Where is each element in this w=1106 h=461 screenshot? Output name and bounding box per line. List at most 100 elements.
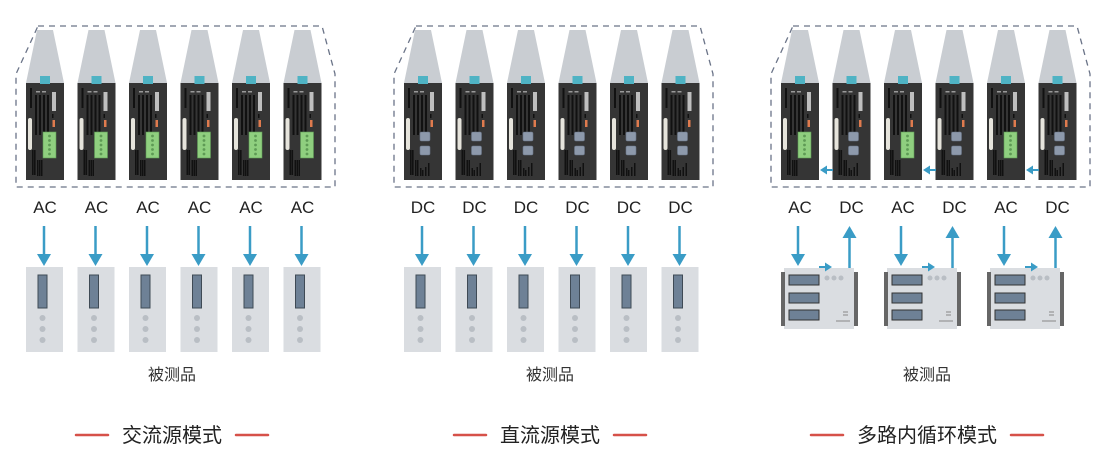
vent-slot xyxy=(189,95,192,135)
vent-slot xyxy=(956,167,958,176)
terminal-screw xyxy=(906,139,909,142)
vent-slot xyxy=(518,160,520,176)
module-heatsink-top xyxy=(232,30,270,83)
status-led xyxy=(207,120,210,127)
module-heatsink-top xyxy=(404,30,442,83)
vent-slot xyxy=(672,160,674,176)
internal-flow-arrow-head xyxy=(928,262,935,272)
vent-slot xyxy=(243,160,245,176)
vent-slot xyxy=(1000,95,1002,135)
module-label-dc: DC xyxy=(617,198,642,217)
vent-slot xyxy=(1051,160,1053,176)
vent-slot xyxy=(627,95,629,135)
vent-slot xyxy=(845,95,848,135)
terminal-screw xyxy=(151,134,154,138)
terminal-screw xyxy=(151,139,154,142)
vent-slot xyxy=(133,88,135,108)
vent-slot xyxy=(309,114,311,118)
status-led xyxy=(910,120,913,127)
vent-slot xyxy=(841,95,844,135)
vent-slot xyxy=(939,88,942,108)
vent-slot xyxy=(1062,163,1064,176)
dut-display xyxy=(192,274,202,309)
ac-input-arrow-head xyxy=(791,254,805,266)
module-heatsink-top xyxy=(283,30,322,83)
vent-slot xyxy=(790,95,792,135)
vent-slot xyxy=(103,114,105,118)
vent-slot xyxy=(476,167,478,176)
indicator xyxy=(42,91,46,93)
dut-indicator-dot xyxy=(297,315,303,321)
display-strip xyxy=(481,92,486,111)
vent-slot xyxy=(956,95,959,135)
vent-slot xyxy=(43,95,45,135)
chassis-side-bar xyxy=(884,272,888,326)
vent-slot xyxy=(571,160,573,176)
dut-chassis xyxy=(884,268,961,329)
status-led xyxy=(430,120,433,127)
vent-slot xyxy=(951,168,953,176)
dut-unit xyxy=(129,267,166,352)
dc-terminal xyxy=(848,131,859,142)
handle xyxy=(131,118,135,150)
power-flow-arrow-head xyxy=(88,254,103,266)
vent-slot xyxy=(417,95,419,135)
dut-indicator-dot xyxy=(675,337,681,343)
vent-slot xyxy=(481,114,483,118)
vent-slot xyxy=(682,167,684,176)
vent-slot xyxy=(575,95,578,135)
indicator xyxy=(677,91,682,93)
dut-indicator-dot xyxy=(39,337,46,343)
dut-display xyxy=(570,274,580,309)
dc-terminal xyxy=(574,145,585,156)
vent-slot xyxy=(247,160,249,176)
terminal-screw xyxy=(202,134,206,138)
terminal-screw xyxy=(803,148,806,151)
vent-slot xyxy=(996,95,998,135)
power-module-ac xyxy=(781,30,819,180)
vent-slot xyxy=(137,150,139,175)
indicator xyxy=(951,91,956,93)
vent-slot xyxy=(943,150,946,175)
terminal-screw xyxy=(151,152,154,156)
vent-slot xyxy=(948,95,951,135)
dut-unit xyxy=(558,267,596,352)
vent-slot xyxy=(531,163,533,176)
vent-slot xyxy=(296,95,299,135)
dut-display xyxy=(467,274,477,309)
dut-module-slot xyxy=(994,292,1026,304)
indicator xyxy=(945,91,950,93)
internal-loop-arrow-head xyxy=(820,165,827,175)
vent-slot xyxy=(525,170,527,176)
dut-indicator-dot xyxy=(623,315,630,321)
vent-slot xyxy=(893,95,895,135)
vent-slot xyxy=(258,114,260,118)
vent-slot xyxy=(138,95,140,135)
indicator xyxy=(568,91,573,93)
module-heatsink-top xyxy=(610,30,648,83)
power-flow-arrow-head xyxy=(518,254,532,266)
dut-display xyxy=(243,274,254,309)
vent-slot xyxy=(430,114,432,118)
dut-indicator-dot xyxy=(927,275,933,281)
vent-slot xyxy=(787,150,789,175)
vent-slot xyxy=(191,160,193,176)
vent-slot xyxy=(892,150,894,175)
vent-slot xyxy=(1046,150,1049,175)
vent-slot xyxy=(253,95,255,135)
dut-indicator-dot xyxy=(91,315,97,321)
module-connector-nub xyxy=(624,76,634,84)
status-led xyxy=(585,120,588,127)
indicator xyxy=(1054,91,1059,93)
dut-indicator-dot xyxy=(934,275,940,281)
vent-slot xyxy=(201,95,204,135)
vent-slot xyxy=(802,95,804,135)
indicator xyxy=(848,91,853,93)
indicator xyxy=(574,91,579,93)
status-led xyxy=(155,120,158,127)
vent-slot xyxy=(428,163,430,176)
vent-slot xyxy=(241,95,243,135)
power-module-dc xyxy=(404,30,442,180)
dut-unit xyxy=(283,267,321,352)
vent-slot xyxy=(83,150,86,175)
